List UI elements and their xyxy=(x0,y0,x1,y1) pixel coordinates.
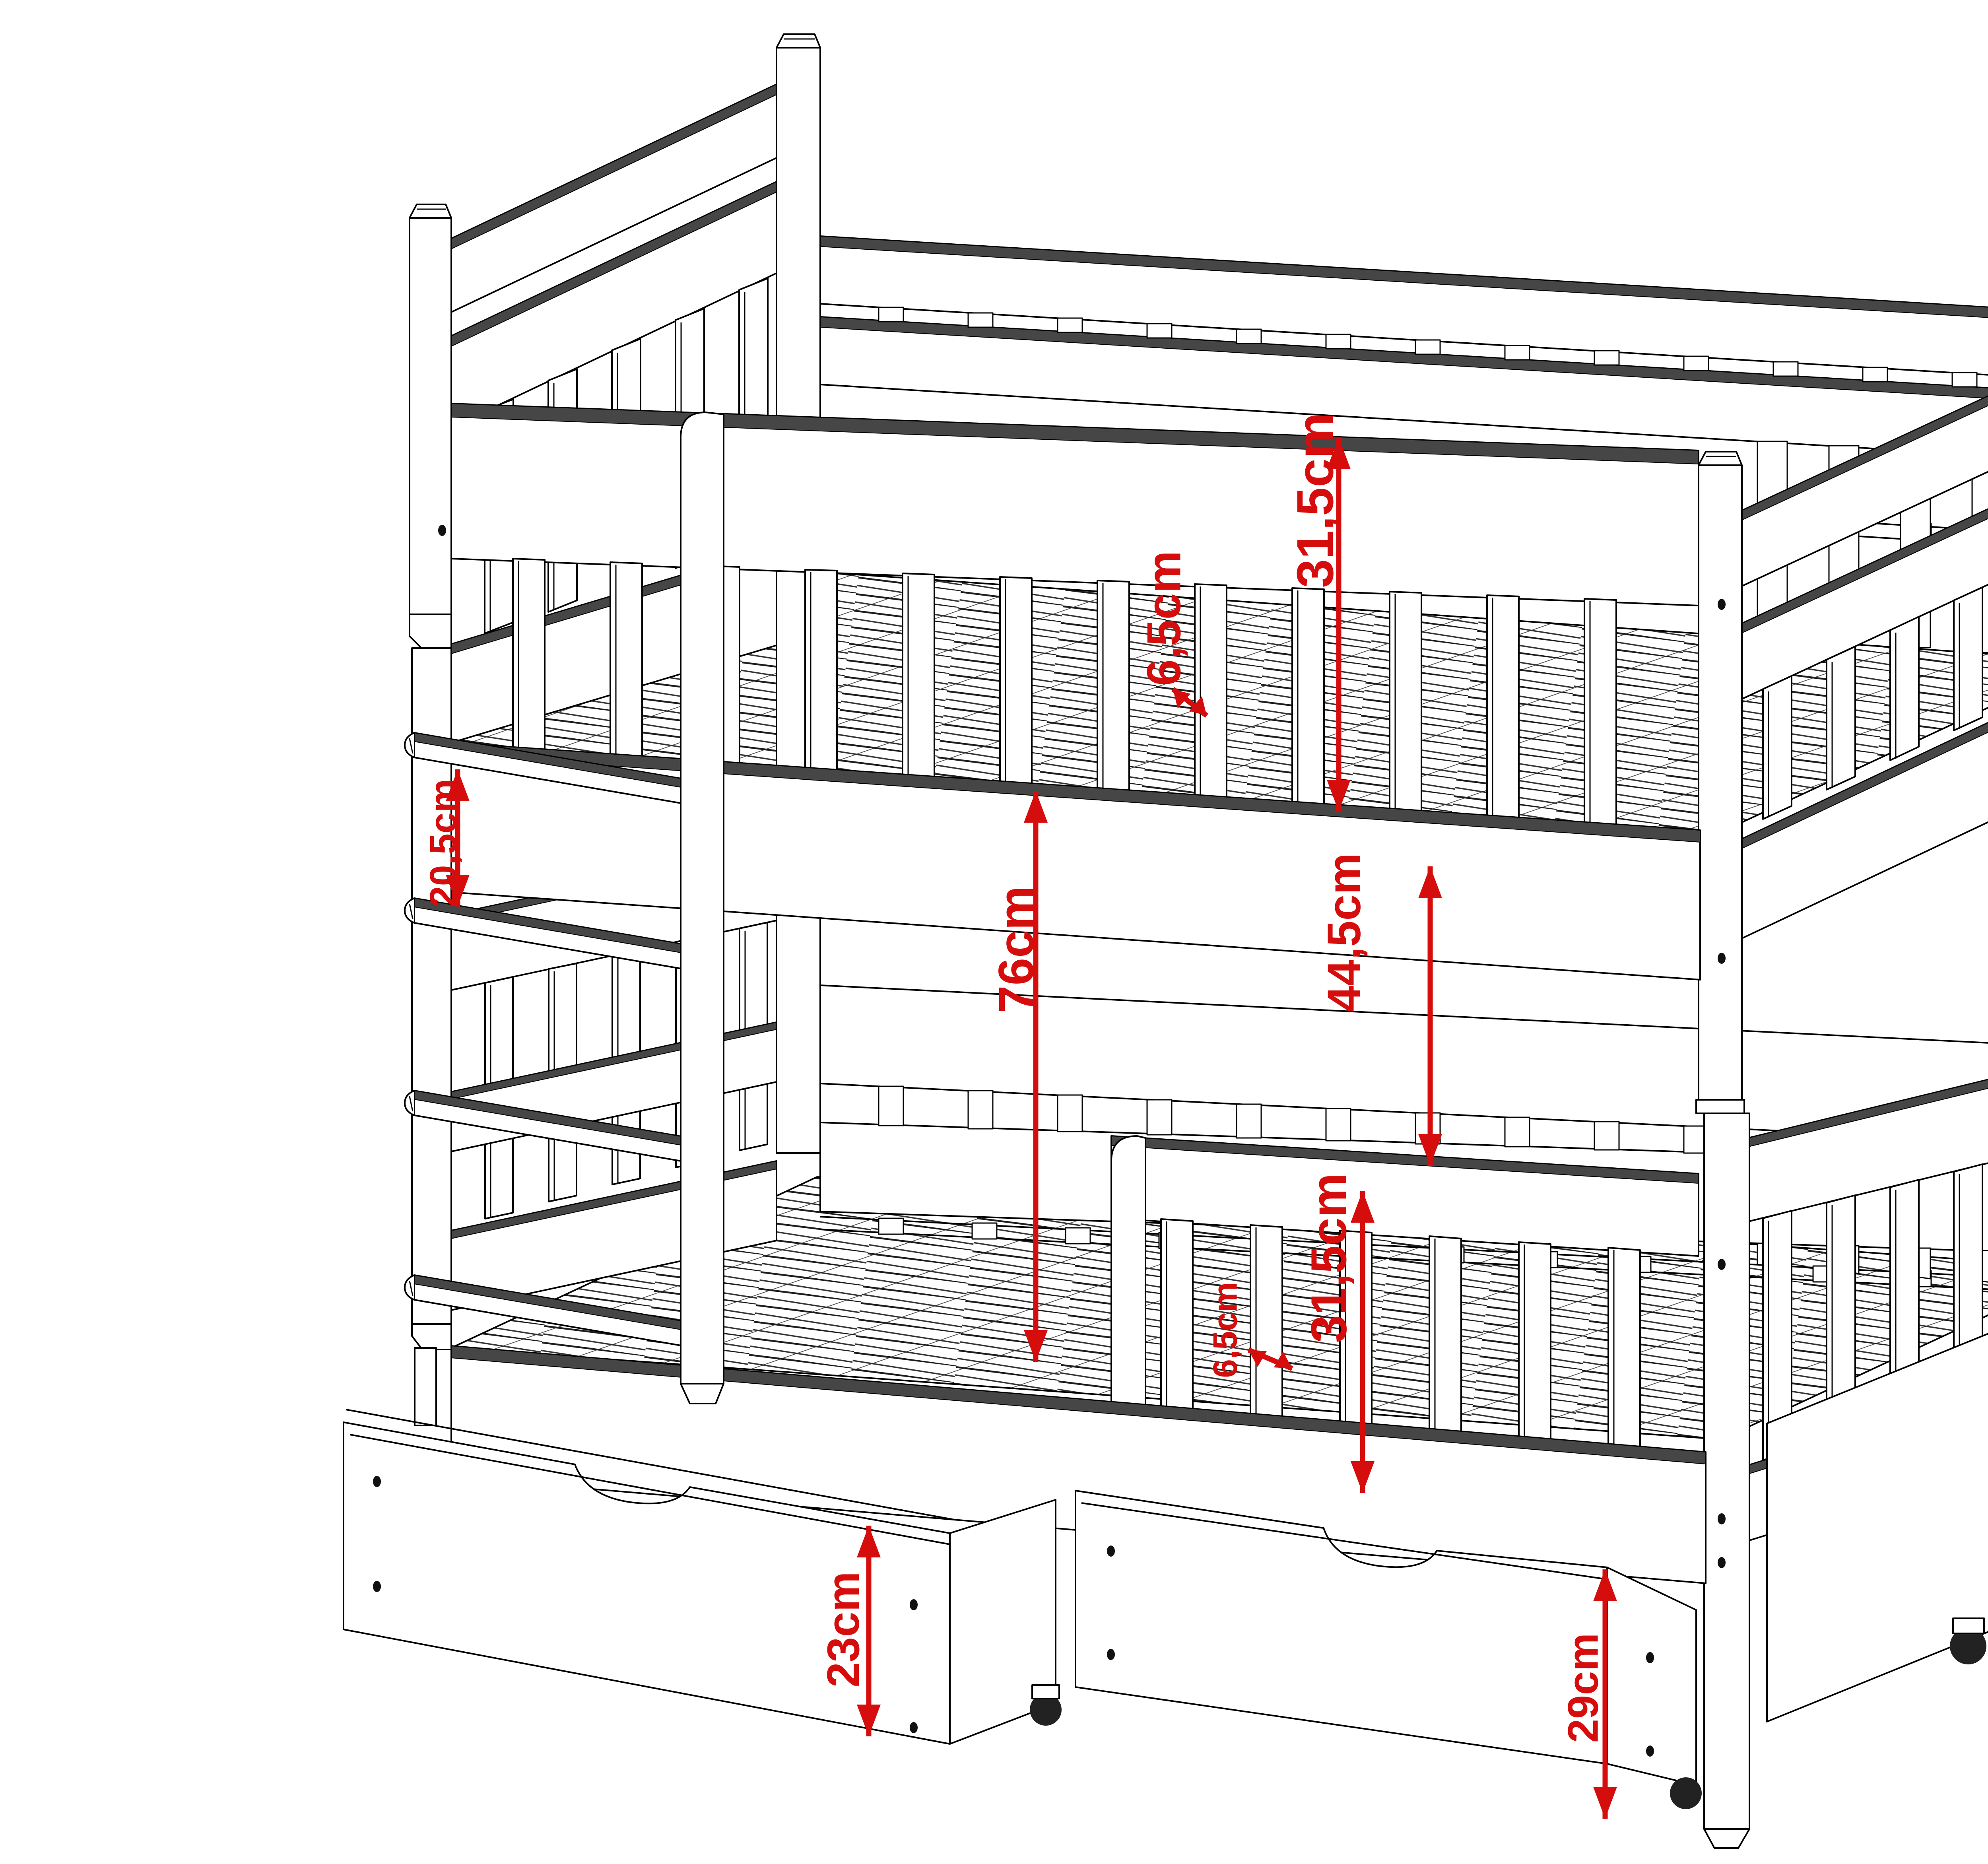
svg-text:23cm: 23cm xyxy=(818,1571,869,1687)
svg-text:44,5cm: 44,5cm xyxy=(1318,853,1371,1012)
svg-text:29cm: 29cm xyxy=(1559,1633,1607,1743)
svg-text:6,5cm: 6,5cm xyxy=(1138,551,1191,686)
svg-text:31,5cm: 31,5cm xyxy=(1301,1173,1357,1343)
svg-text:31,5cm: 31,5cm xyxy=(1286,413,1344,588)
svg-text:20,5cm: 20,5cm xyxy=(422,779,464,907)
svg-text:114,5cm: 114,5cm xyxy=(1984,821,1988,948)
svg-text:76cm: 76cm xyxy=(989,886,1044,1013)
svg-text:6,5cm: 6,5cm xyxy=(1206,1282,1244,1378)
